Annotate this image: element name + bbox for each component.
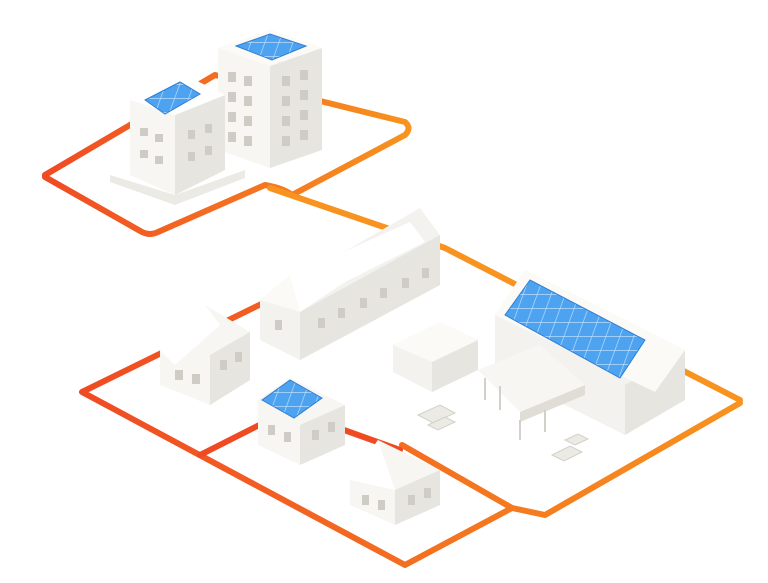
solar-house <box>258 378 345 465</box>
solar-panel-icon <box>234 33 308 61</box>
solar-panel-icon <box>261 379 323 419</box>
warehouse-canopy <box>478 345 585 412</box>
solar-panel-icon <box>504 279 646 379</box>
outdoor-furniture <box>416 404 590 462</box>
apartment-building <box>110 75 245 205</box>
shed <box>393 322 478 392</box>
house-icon <box>350 440 440 525</box>
apartment-tower <box>218 30 322 168</box>
warehouse-icon <box>478 270 685 440</box>
solar-panel-icon <box>144 81 201 115</box>
house-icon <box>160 305 250 405</box>
terraced-houses <box>260 208 440 360</box>
